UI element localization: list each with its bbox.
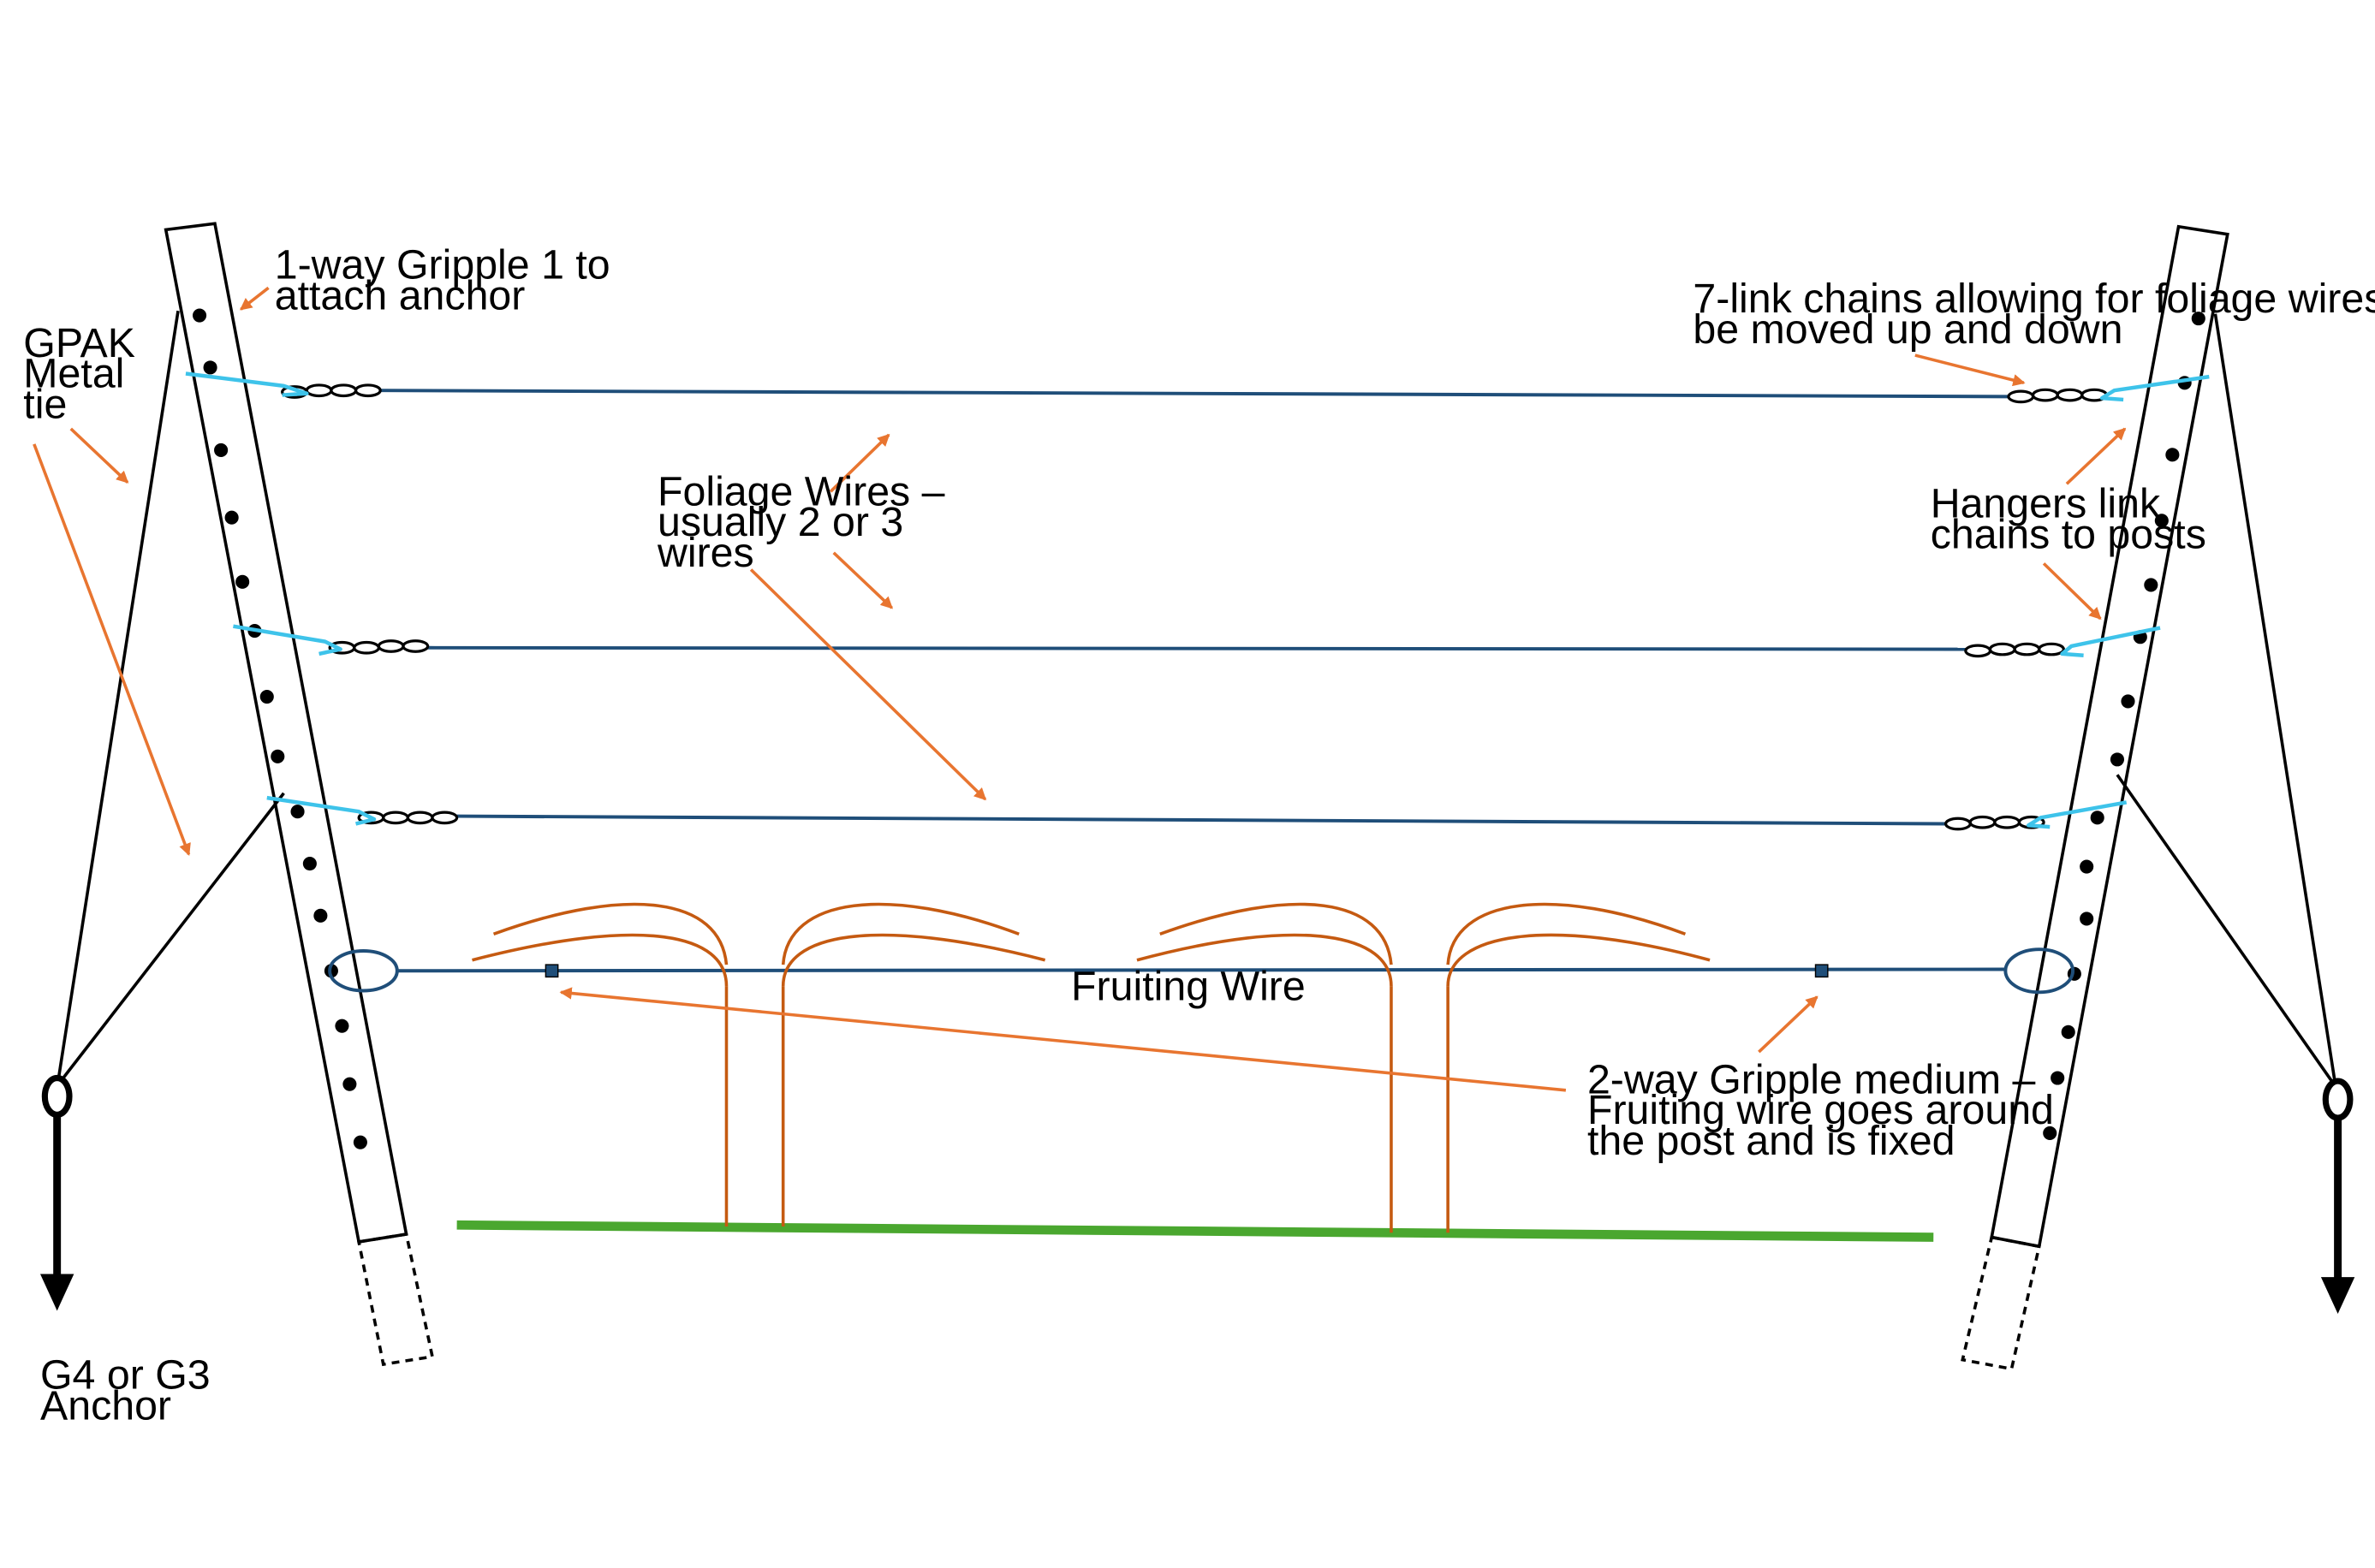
fruiting-wire-loop-right: [2003, 947, 2075, 995]
right-anchor-arrowhead: [2320, 1277, 2355, 1315]
arrow-gripple-2way-right: [1758, 995, 1818, 1054]
right-anchor-tie: [2116, 313, 2336, 1083]
arrow-foliage-middle: [832, 551, 894, 609]
fruiting-wire-loop-left: [328, 949, 399, 993]
annotation-arrows: [33, 286, 2127, 1092]
right-post-buried-section: [1961, 1235, 2041, 1371]
label-anchor: G4 or G3 Anchor: [40, 1352, 222, 1429]
fruiting-wire: [396, 967, 2008, 973]
foliage-wire-top: [380, 389, 2009, 399]
hanger-top-left: [185, 371, 309, 397]
arrow-hangers-lower: [2042, 562, 2102, 621]
label-gripple-1way: 1-way Gripple 1 to attach anchor: [275, 242, 622, 319]
arrow-gpak-tie-lower: [33, 443, 191, 856]
hanger-top-right: [2099, 374, 2210, 402]
text-labels: 1-way Gripple 1 to attach anchor GPAK Me…: [23, 242, 2375, 1429]
vine-right: [1136, 902, 1711, 1233]
right-post-holes: [2043, 312, 2205, 1140]
hangers: [185, 371, 2210, 829]
chain-middle-right: [1964, 642, 2065, 658]
left-anchor-arrowhead: [39, 1274, 74, 1311]
arrow-hangers-top: [2065, 427, 2127, 485]
arrow-foliage-top: [829, 433, 890, 493]
arrow-foliage-lower: [749, 568, 987, 801]
arrow-chains: [1914, 353, 2026, 387]
foliage-wire-lower: [456, 814, 1946, 826]
ground-line: [456, 1220, 1934, 1242]
label-gripple-2way: 2-way Gripple medium – Fruiting wire goe…: [1587, 1056, 2065, 1164]
chains: [281, 383, 2109, 831]
label-chains-7link: 7-link chains allowing for foliage wires…: [1693, 276, 2375, 353]
left-post-buried-section: [356, 1232, 435, 1367]
hanger-middle-left: [233, 624, 342, 656]
chain-top-right: [2007, 388, 2109, 404]
label-hangers: Hangers link chains to posts: [1931, 481, 2206, 558]
chain-lower-left: [357, 811, 459, 825]
hanger-lower-right: [2026, 800, 2128, 829]
label-foliage-wires: Foliage Wires – usually 2 or 3 wires: [657, 468, 956, 576]
right-anchor: [2320, 1078, 2355, 1315]
chain-middle-left: [328, 639, 430, 655]
gripple-2way-right: [1814, 964, 1829, 978]
gripple-2way-left: [545, 964, 559, 978]
hanger-lower-left: [266, 795, 377, 826]
hanger-middle-right: [2060, 626, 2161, 657]
chain-lower-right: [1943, 815, 2045, 831]
foliage-wires: [380, 389, 2009, 826]
arrow-gripple-1way: [239, 286, 270, 311]
left-anchor-eye: [41, 1074, 73, 1119]
foliage-wire-middle: [427, 645, 1966, 651]
arrow-gripple-2way-left: [559, 987, 1567, 1092]
label-fruiting-wire: Fruiting Wire: [1071, 963, 1306, 1009]
vines: [472, 902, 1711, 1233]
label-gpak-tie: GPAK Metal tie: [23, 320, 146, 428]
right-anchor-eye: [2322, 1078, 2354, 1121]
arrow-gpak-tie-upper: [69, 427, 129, 484]
vine-left: [472, 902, 1046, 1227]
left-anchor-tie: [57, 310, 285, 1079]
fruiting-wire-assembly: [328, 947, 2075, 995]
left-anchor: [39, 1074, 74, 1311]
